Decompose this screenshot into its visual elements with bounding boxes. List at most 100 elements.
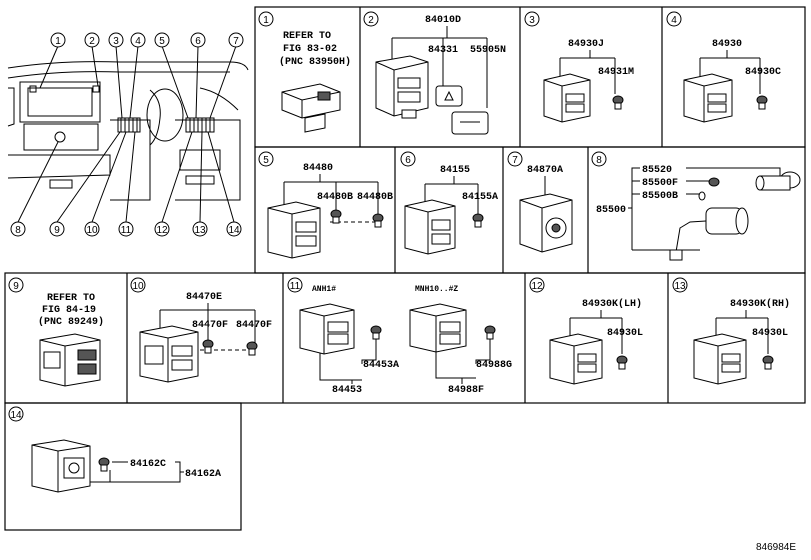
- svg-text:84480: 84480: [303, 163, 333, 174]
- svg-text:8: 8: [15, 225, 21, 236]
- svg-text:1: 1: [263, 15, 269, 26]
- svg-text:84480B: 84480B: [317, 192, 353, 203]
- svg-text:84453A: 84453A: [363, 360, 399, 371]
- switch-illustration-anh1: [299, 303, 355, 355]
- svg-text:MNH10..#Z: MNH10..#Z: [415, 285, 458, 294]
- svg-text:84930L: 84930L: [607, 328, 643, 339]
- svg-text:55905N: 55905N: [470, 45, 506, 56]
- instrument-panel-overview: 1 2 3 4 5 6 7 8 9 10 11 12 13 14: [7, 32, 249, 237]
- overview-callout-9: 9: [49, 221, 65, 237]
- svg-text:84470F: 84470F: [236, 320, 272, 331]
- svg-text:4: 4: [135, 36, 141, 47]
- svg-text:84470F: 84470F: [192, 320, 228, 331]
- svg-text:5: 5: [263, 155, 269, 166]
- panel-10: 10 84470E 84470F 84470F: [130, 277, 272, 383]
- svg-text:84155: 84155: [440, 165, 470, 176]
- svg-text:84930J: 84930J: [568, 39, 604, 50]
- svg-text:84930C: 84930C: [745, 67, 781, 78]
- svg-text:84988F: 84988F: [448, 385, 484, 396]
- cigarette-lighter-illustration: [669, 171, 801, 261]
- svg-text:FIG 84-19: FIG 84-19: [42, 305, 96, 316]
- overview-callout-1: 1: [50, 32, 66, 48]
- switch-illustration: [693, 333, 747, 385]
- svg-text:84453: 84453: [332, 385, 362, 396]
- svg-text:ANH1#: ANH1#: [312, 285, 336, 294]
- panel-9: 9 REFER TO FIG 84-19 (PNC 89249): [8, 277, 104, 387]
- svg-text:85520: 85520: [642, 165, 672, 176]
- panel-8: 8 85520 85500F 85500B 85500: [591, 151, 801, 261]
- svg-text:10: 10: [86, 225, 98, 236]
- overview-callout-13: 13: [192, 221, 208, 237]
- overview-callout-8: 8: [10, 221, 26, 237]
- svg-text:84930K(LH): 84930K(LH): [582, 298, 642, 310]
- panel-13: 13 84930K(RH) 84930L: [672, 277, 790, 385]
- svg-text:14: 14: [10, 410, 22, 421]
- svg-text:(PNC 89249): (PNC 89249): [38, 316, 104, 328]
- bulb-illustration: [612, 95, 624, 110]
- switch-illustration: [281, 83, 341, 133]
- svg-text:7: 7: [512, 155, 518, 166]
- overview-callout-2: 2: [84, 32, 100, 48]
- svg-text:85500F: 85500F: [642, 178, 678, 189]
- switch-illustration: [267, 201, 321, 259]
- panel-grid: [4, 6, 806, 531]
- svg-text:84010D: 84010D: [425, 15, 461, 26]
- switch-knob-illustration: [451, 111, 489, 135]
- svg-text:12: 12: [156, 225, 168, 236]
- panel-7: 7 84870A: [507, 151, 573, 253]
- svg-text:4: 4: [671, 15, 677, 26]
- switch-illustration: [39, 333, 101, 387]
- svg-text:11: 11: [121, 225, 132, 236]
- panel-12: 12 84930K(LH) 84930L: [529, 277, 643, 385]
- panel-5: 5 84480 84480B 84480B: [258, 151, 393, 259]
- panel-1: 1 REFER TO FIG 83-02 (PNC 83950H): [258, 11, 351, 133]
- svg-text:(PNC 83950H): (PNC 83950H): [279, 56, 351, 68]
- svg-text:13: 13: [674, 281, 686, 292]
- switch-illustration: [404, 199, 456, 255]
- switch-illustration: [683, 73, 733, 123]
- svg-text:2: 2: [89, 36, 95, 47]
- svg-text:85500B: 85500B: [642, 191, 678, 202]
- svg-text:5: 5: [159, 36, 165, 47]
- overview-callout-3: 3: [108, 32, 124, 48]
- svg-text:9: 9: [54, 225, 60, 236]
- panel-2: 2 84010D 84331 55905N: [363, 11, 506, 135]
- svg-text:85500: 85500: [596, 205, 626, 216]
- overview-callout-12: 12: [154, 221, 170, 237]
- panel-3: 3 84930J 84931M: [524, 11, 634, 123]
- overview-callout-4: 4: [130, 32, 146, 48]
- overview-callout-14: 14: [226, 221, 242, 237]
- svg-text:84480B: 84480B: [357, 192, 393, 203]
- switch-illustration: [543, 73, 591, 123]
- svg-text:FIG 83-02: FIG 83-02: [283, 44, 337, 55]
- switch-illustration: [139, 325, 199, 383]
- panel-6: 6 84155 84155A: [400, 151, 498, 255]
- svg-text:84930L: 84930L: [752, 328, 788, 339]
- svg-text:7: 7: [233, 36, 239, 47]
- svg-text:12: 12: [531, 281, 543, 292]
- svg-text:13: 13: [194, 225, 206, 236]
- drawing-id: 846984E: [756, 542, 796, 553]
- svg-text:6: 6: [405, 155, 411, 166]
- switch-illustration: [519, 193, 573, 253]
- switch-illustration-mnh10: [409, 303, 467, 353]
- svg-text:84988G: 84988G: [476, 360, 512, 371]
- svg-text:84930: 84930: [712, 39, 742, 50]
- switch-illustration: [549, 333, 603, 385]
- svg-text:REFER TO: REFER TO: [47, 293, 95, 304]
- switch-base-illustration: [375, 55, 429, 119]
- overview-callout-11: 11: [118, 221, 134, 237]
- svg-text:8: 8: [596, 155, 602, 166]
- svg-text:84162A: 84162A: [185, 469, 221, 480]
- overview-callout-7: 7: [228, 32, 244, 48]
- svg-text:3: 3: [529, 15, 535, 26]
- svg-text:3: 3: [113, 36, 119, 47]
- bulb-illustration: [756, 95, 768, 110]
- svg-text:84162C: 84162C: [130, 459, 166, 470]
- panel-4: 4 84930 84930C: [666, 11, 781, 123]
- svg-text:14: 14: [228, 225, 240, 236]
- svg-text:10: 10: [132, 281, 144, 292]
- svg-text:84930K(RH): 84930K(RH): [730, 298, 790, 310]
- svg-text:84470E: 84470E: [186, 292, 222, 303]
